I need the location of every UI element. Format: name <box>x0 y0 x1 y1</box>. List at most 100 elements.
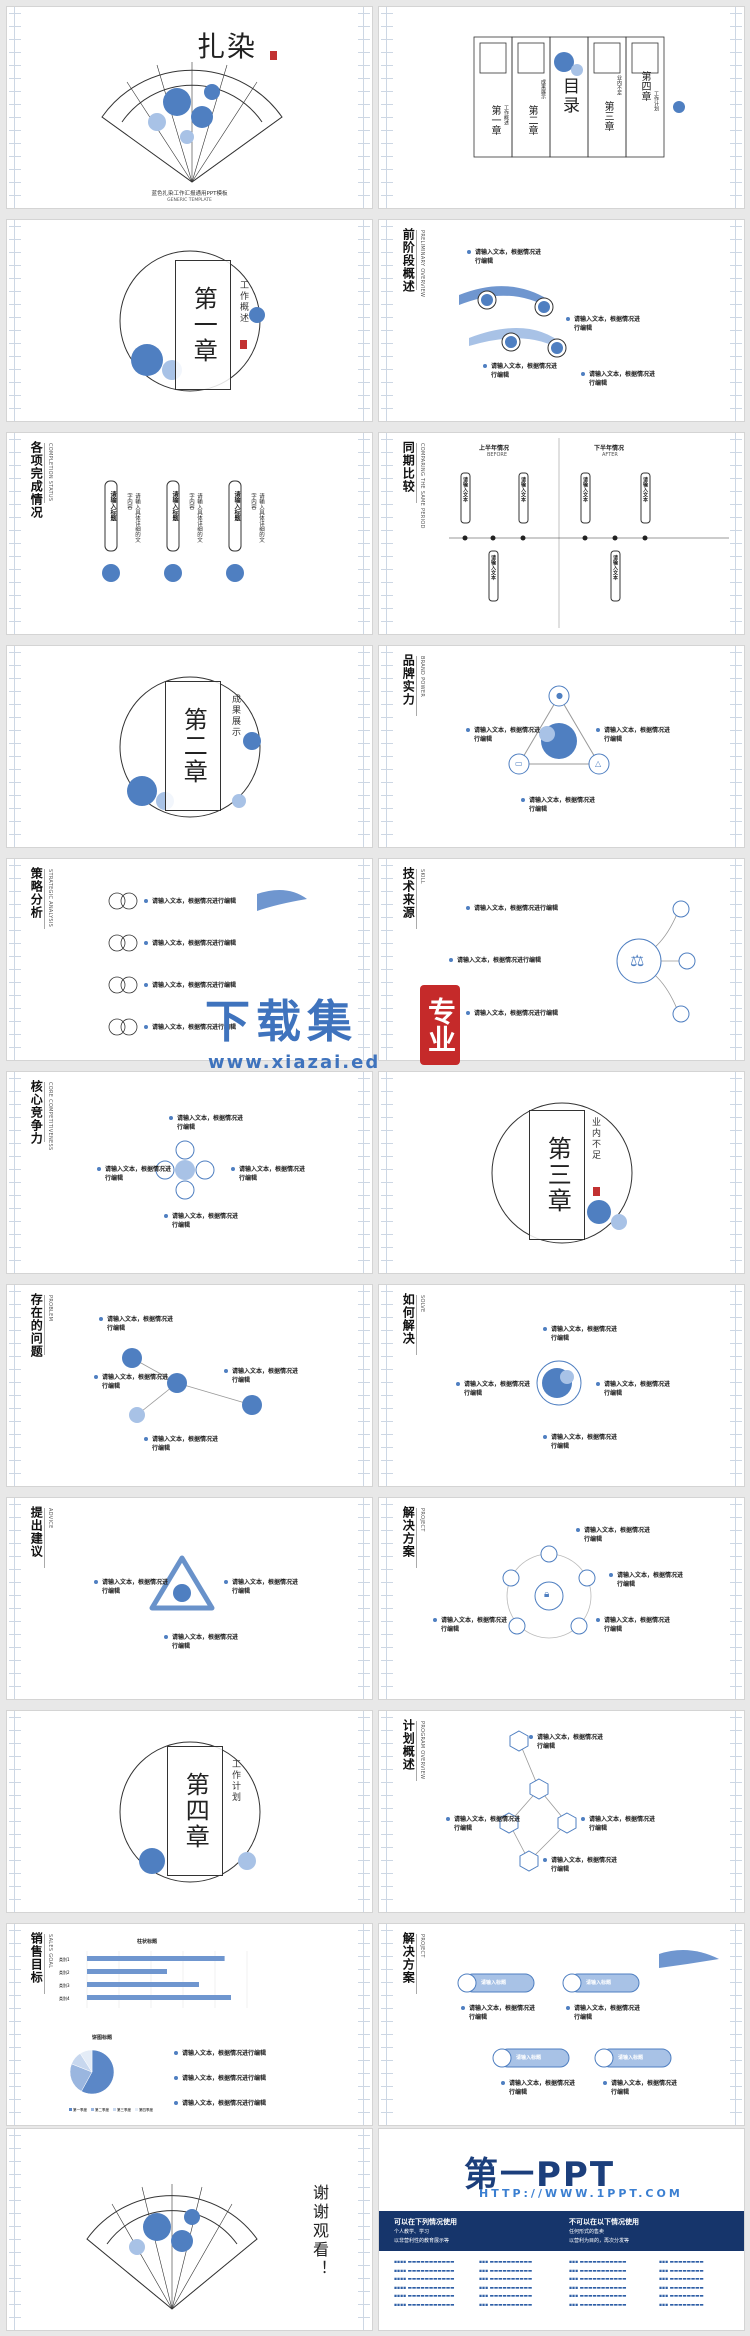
resource-links-middle[interactable]: ▪▪▪ ▬▬▬▬▬▬▬▬▬▬▪▪▪ ▬▬▬▬▬▬▬▬▬▬▪▪▪ ▬▬▬▬▬▬▬▬… <box>479 2260 533 2308</box>
scroll-body[interactable]: 请输入具体详细的文字内容 <box>250 493 264 543</box>
text-block[interactable]: 请输入文本，根据情况进行编辑 <box>596 726 674 744</box>
text-block[interactable]: 请输入文本，根据情况进行编辑 <box>521 796 599 814</box>
text-block[interactable]: 请输入文本，根据情况进行编辑 <box>174 2099 302 2108</box>
text-block[interactable]: 请输入文本，根据情况进行编辑 <box>231 1165 309 1183</box>
text-block[interactable]: 请输入文本，根据情况进行编辑 <box>501 2079 579 2097</box>
toc-item-1[interactable]: 第一章 <box>489 105 500 135</box>
text-block[interactable]: 请输入文本，根据情况进行编辑 <box>566 2004 644 2022</box>
slide-chapter-4[interactable]: 第四章 工作计划 <box>6 1710 373 1913</box>
slide-solution-plan[interactable]: 解决方案 PROJECT 🔒︎ 请输入文本，根据情况进行编辑 请输入文本，根据情… <box>378 1497 745 1700</box>
text-block[interactable]: 请输入文本，根据情况进行编辑 <box>174 2049 302 2058</box>
slide-completion-status[interactable]: 各项完成情况 COMPLETION STATUS 请输入标题 请输入标题 请输入… <box>6 432 373 635</box>
text-block[interactable]: 请输入文本，根据情况进行编辑 <box>566 315 644 333</box>
text-block[interactable]: 请输入文本，根据情况进行编辑 <box>144 897 282 906</box>
text-block[interactable]: 请输入文本，根据情况进行编辑 <box>581 370 659 388</box>
text-block[interactable]: 请输入文本，根据情况进行编辑 <box>467 248 545 266</box>
slide-cover[interactable]: 扎染 蓝色扎染工作汇报通用PPT模板 GENERIC TEMPLATE <box>6 6 373 209</box>
timeline-text[interactable]: 请输入文本 <box>612 555 618 580</box>
text-block[interactable]: 请输入文本，根据情况进行编辑 <box>461 2004 539 2022</box>
toc-item-2[interactable]: 第二章 <box>526 105 537 135</box>
text-block[interactable]: 请输入文本，根据情况进行编辑 <box>466 904 614 913</box>
slide-chapter-2[interactable]: 第二章 成果展示 <box>6 645 373 848</box>
scroll-title[interactable]: 请输入标题 <box>109 491 116 521</box>
text-block[interactable]: 请输入文本，根据情况进行编辑 <box>433 1616 511 1634</box>
pill-label[interactable]: 请输入标题 <box>481 1980 507 1986</box>
text-block[interactable]: 请输入文本，根据情况进行编辑 <box>144 981 282 990</box>
text-block[interactable]: 请输入文本，根据情况进行编辑 <box>609 1571 687 1589</box>
text-block[interactable]: 请输入文本，根据情况进行编辑 <box>94 1578 172 1596</box>
text-block[interactable]: 请输入文本，根据情况进行编辑 <box>576 1526 654 1544</box>
text-block[interactable]: 请输入文本，根据情况进行编辑 <box>99 1315 177 1333</box>
slide-core-competitiveness[interactable]: 核心竞争力 CORE COMPETITIVENESS 请输入文本，根据情况进行编… <box>6 1071 373 1274</box>
resource-links-far-right[interactable]: ▪▪▪ ▬▬▬▬▬▬▬▬▪▪▪ ▬▬▬▬▬▬▬▬▪▪▪ ▬▬▬▬▬▬▬▬▪▪▪ … <box>659 2260 704 2308</box>
text-block[interactable]: 请输入文本，根据情况进行编辑 <box>164 1212 242 1230</box>
lattice-border-right <box>358 220 370 421</box>
slide-suggestions[interactable]: 提出建议 ADVICE 请输入文本，根据情况进行编辑 请输入文本，根据情况进行编… <box>6 1497 373 1700</box>
text-block[interactable]: 请输入文本，根据情况进行编辑 <box>144 1023 282 1032</box>
text-block[interactable]: 请输入文本，根据情况进行编辑 <box>543 1856 621 1874</box>
slide-title: 技术来源 <box>401 867 416 919</box>
text-block[interactable]: 请输入文本，根据情况进行编辑 <box>543 1433 621 1451</box>
brand-url[interactable]: HTTP://WWW.1PPT.COM <box>479 2187 683 2200</box>
text-block[interactable]: 请输入文本，根据情况进行编辑 <box>164 1633 242 1651</box>
brand-logo[interactable]: 第一PPT <box>464 2155 616 2195</box>
scroll-body[interactable]: 请输入具体详细的文字内容 <box>188 493 202 543</box>
slide-chapter-1[interactable]: 第一章 工作概述 <box>6 219 373 422</box>
text-block[interactable]: 请输入文本，根据情况进行编辑 <box>94 1373 172 1391</box>
timeline-text[interactable]: 请输入文本 <box>462 477 468 502</box>
slide-existing-problems[interactable]: 存在的问题 PROBLEM 请输入文本，根据情况进行编辑 请输入文本，根据情况进… <box>6 1284 373 1487</box>
timeline-text[interactable]: 请输入文本 <box>490 555 496 580</box>
toc-item-4[interactable]: 第四章 <box>639 71 650 101</box>
text-block[interactable]: 请输入文本，根据情况进行编辑 <box>449 956 597 965</box>
text-block[interactable]: 请输入文本，根据情况进行编辑 <box>483 362 561 380</box>
slide-solution-plan-2[interactable]: 解决方案 PROJECT 请输入标题 请输入标题 请输入标题 请输入标题 请输入… <box>378 1923 745 2126</box>
lattice-border-left <box>9 1711 21 1912</box>
slide-strategy-analysis[interactable]: 策略分析 STRATEGIC ANALYSIS 请输入文本，根据情况进行编辑 请… <box>6 858 373 1061</box>
slide-how-to-solve[interactable]: 如何解决 SOLVE 请输入文本，根据情况进行编辑 请输入文本，根据情况进行编辑… <box>378 1284 745 1487</box>
text-block[interactable]: 请输入文本，根据情况进行编辑 <box>144 939 282 948</box>
pill-label[interactable]: 请输入标题 <box>586 1980 612 1986</box>
text-block[interactable]: 请输入文本，根据情况进行编辑 <box>529 1733 607 1751</box>
text-block[interactable]: 请输入文本，根据情况进行编辑 <box>174 2074 302 2083</box>
slide-chapter-3[interactable]: 第三章 业内不足 <box>378 1071 745 1274</box>
slide-brand-footer[interactable]: 第一PPT HTTP://WWW.1PPT.COM 可以在下列情况使用 个人教学… <box>378 2128 745 2331</box>
resource-links-right[interactable]: ▪▪▪ ▬▬▬▬▬▬▬▬▬▬▬▪▪▪ ▬▬▬▬▬▬▬▬▬▬▬▪▪▪ ▬▬▬▬▬▬… <box>569 2260 627 2308</box>
slide-period-comparison[interactable]: 同期比较 COMPARING THE SAME PERIOD 上半年情况 BEF… <box>378 432 745 635</box>
slide-thanks[interactable]: 谢谢观看！ <box>6 2128 373 2331</box>
text-block[interactable]: 请输入文本，根据情况进行编辑 <box>169 1114 247 1132</box>
text-block[interactable]: 请输入文本，根据情况进行编辑 <box>543 1325 621 1343</box>
text-block[interactable]: 请输入文本，根据情况进行编辑 <box>224 1367 302 1385</box>
text-block[interactable]: 请输入文本，根据情况进行编辑 <box>97 1165 175 1183</box>
text-block[interactable]: 请输入文本，根据情况进行编辑 <box>603 2079 681 2097</box>
bar-category-label: 类别1 <box>59 1956 70 1962</box>
pill-label[interactable]: 请输入标题 <box>618 2055 644 2061</box>
text-block[interactable]: 请输入文本，根据情况进行编辑 <box>144 1435 222 1453</box>
text-block[interactable]: 请输入文本，根据情况进行编辑 <box>596 1616 674 1634</box>
text-block[interactable]: 请输入文本，根据情况进行编辑 <box>466 726 544 744</box>
timeline-text[interactable]: 请输入文本 <box>582 477 588 502</box>
text-block[interactable]: 请输入文本，根据情况进行编辑 <box>581 1815 659 1833</box>
text-block[interactable]: 请输入文本，根据情况进行编辑 <box>596 1380 674 1398</box>
toc-item-3[interactable]: 第三章 <box>602 101 613 131</box>
scroll-body[interactable]: 请输入具体详细的文字内容 <box>126 493 140 543</box>
scroll-title[interactable]: 请输入标题 <box>171 491 178 521</box>
resource-links-left[interactable]: ▪▪▪▪ ▬▬▬▬▬▬▬▬▬▬▬▪▪▪▪ ▬▬▬▬▬▬▬▬▬▬▬▪▪▪▪ ▬▬▬… <box>394 2260 455 2308</box>
text-block[interactable]: 请输入文本，根据情况进行编辑 <box>466 1009 614 1018</box>
slide-brand-power[interactable]: 品牌实力 BRAND POWER ● ▭ △ 请输入文本，根据情况进行编辑 请输… <box>378 645 745 848</box>
text-block[interactable]: 请输入文本，根据情况进行编辑 <box>224 1578 302 1596</box>
timeline-text[interactable]: 请输入文本 <box>642 477 648 502</box>
slide-plan-overview[interactable]: 计划概述 PROGRAM OVERVIEW 请输入文本，根据情况进行编辑 请输入… <box>378 1710 745 1913</box>
text-block[interactable]: 请输入文本，根据情况进行编辑 <box>456 1380 534 1398</box>
text-block[interactable]: 请输入文本，根据情况进行编辑 <box>446 1815 524 1833</box>
slide-subtitle: BRAND POWER <box>416 656 425 717</box>
slide-title: 品牌实力 <box>401 654 416 706</box>
slide-preliminary-overview[interactable]: 前阶段概述 PRELIMINARY OVERVIEW 请输入文本，根据情况进行编… <box>378 219 745 422</box>
timeline-text[interactable]: 请输入文本 <box>520 477 526 502</box>
slide-subtitle: PRELIMINARY OVERVIEW <box>416 230 425 298</box>
pill-label[interactable]: 请输入标题 <box>516 2055 542 2061</box>
watermark-url: www.xiazai.ed <box>208 1052 381 1073</box>
slide-toc[interactable]: 目录 第一章 工作概述 第二章 成果展示 第三章 业内不足 第四章 工作计划 <box>378 6 745 209</box>
scroll-title[interactable]: 请输入标题 <box>233 491 240 521</box>
lattice-border-right <box>730 646 742 847</box>
